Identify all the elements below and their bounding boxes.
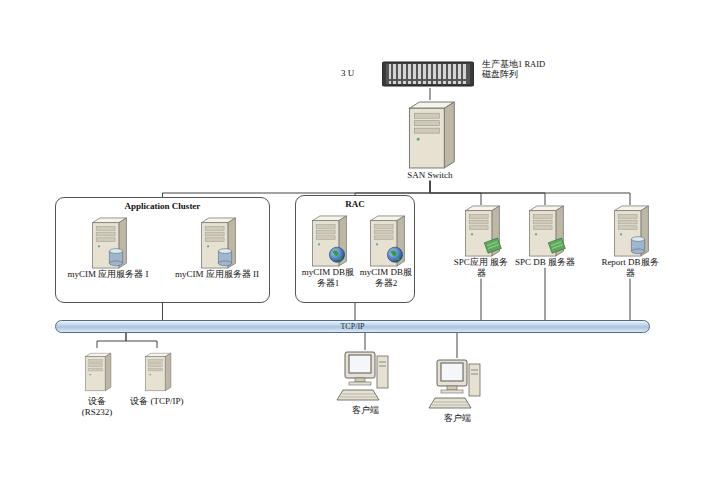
node-label: 客户端 bbox=[333, 405, 397, 416]
srvcard-icon bbox=[459, 205, 503, 257]
connector-line bbox=[430, 88, 431, 100]
srvdisk-icon bbox=[195, 217, 239, 269]
server-node: SPC DB 服务器 bbox=[514, 205, 576, 268]
server-node: Report DB服务器 bbox=[598, 205, 662, 279]
bus-label: TCP/IP bbox=[56, 321, 649, 332]
connector-line bbox=[355, 303, 356, 320]
node-label: myCIM 应用服务器 I bbox=[59, 269, 157, 280]
node-label: Report DB服务器 bbox=[598, 257, 662, 279]
connector-line bbox=[355, 181, 430, 195]
rac-group: RAC myCIM DB服务器1myCIM DB服务器2 bbox=[295, 195, 415, 303]
connector-line bbox=[162, 303, 163, 320]
server-node: myCIM 应用服务器 I bbox=[59, 217, 157, 280]
srvdisk-icon bbox=[86, 217, 130, 269]
connector-line bbox=[430, 181, 630, 205]
node-label: SAN Switch bbox=[398, 170, 462, 181]
client-pc: 客户端 bbox=[425, 358, 489, 424]
node-label: 客户端 bbox=[425, 413, 489, 424]
unit-label: 3 U bbox=[341, 68, 354, 78]
srvdisk-icon bbox=[608, 205, 652, 257]
connector-line bbox=[481, 279, 482, 320]
connector-line bbox=[545, 268, 546, 320]
pc-icon bbox=[427, 358, 487, 413]
db-server-node: myCIM DB服务器2 bbox=[357, 215, 415, 289]
srv-icon bbox=[81, 348, 113, 396]
raid-array: 生产基地1 RAID 磁盘阵列 bbox=[382, 60, 474, 88]
srvglobe-icon bbox=[306, 215, 350, 267]
node-label: myCIM 应用服务器 II bbox=[167, 269, 267, 280]
device-node: 设备 (RS232) bbox=[72, 348, 122, 418]
group-title: Application Cluster bbox=[56, 201, 269, 212]
srvcard-icon bbox=[523, 205, 567, 257]
node-label: 生产基地1 RAID 磁盘阵列 bbox=[482, 59, 550, 79]
db-server-node: myCIM DB服务器1 bbox=[299, 215, 357, 289]
node-label: 设备 (RS232) bbox=[72, 396, 122, 418]
cluster-group: Application Cluster myCIM 应用服务器 I myCIM 应用… bbox=[55, 197, 270, 303]
connector-line bbox=[457, 333, 458, 358]
pc-icon bbox=[335, 350, 395, 405]
srv-icon bbox=[402, 100, 458, 170]
srv-icon bbox=[141, 348, 173, 396]
srvglobe-icon bbox=[364, 215, 408, 267]
connector-line bbox=[126, 333, 157, 348]
group-title: RAC bbox=[296, 199, 414, 210]
raid-icon bbox=[382, 60, 474, 88]
connector-line bbox=[365, 333, 366, 350]
node-label: SPC应用 服务器 bbox=[450, 257, 512, 279]
node-label: myCIM DB服务器1 bbox=[299, 267, 357, 289]
connector-line bbox=[97, 333, 126, 348]
node-label: 设备 (TCP/IP) bbox=[130, 396, 184, 407]
connector-line bbox=[630, 279, 631, 320]
san-switch: SAN Switch bbox=[398, 100, 462, 181]
node-label: SPC DB 服务器 bbox=[514, 257, 576, 268]
client-pc: 客户端 bbox=[333, 350, 397, 416]
node-label: myCIM DB服务器2 bbox=[357, 267, 415, 289]
server-node: SPC应用 服务器 bbox=[450, 205, 512, 279]
server-node: myCIM 应用服务器 II bbox=[167, 217, 267, 280]
device-node: 设备 (TCP/IP) bbox=[130, 348, 184, 407]
network-bus: TCP/IP bbox=[55, 320, 650, 333]
